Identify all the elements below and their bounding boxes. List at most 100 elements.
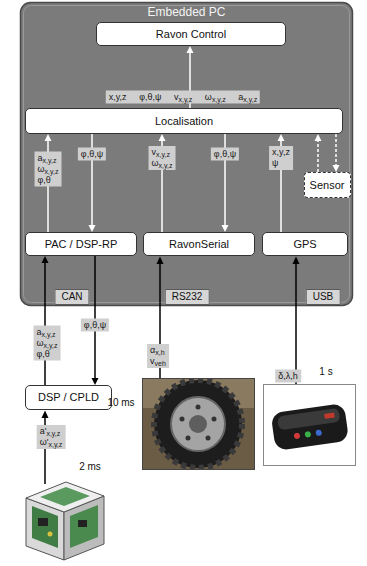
box-label: RavonSerial	[169, 238, 229, 251]
arrow-head	[222, 225, 229, 232]
odometry-wire-head	[157, 257, 164, 265]
circuit-board	[32, 506, 58, 548]
imu-cube-picture	[26, 482, 104, 560]
circuit-board	[40, 487, 90, 506]
subscript: x,y,z	[178, 96, 192, 103]
embedded-pc-housing: Embedded PCRavon ControlLocalisationPAC …	[20, 2, 353, 306]
signal-symbol: a'x,y,z	[40, 426, 61, 436]
box-label: Localisation	[155, 115, 213, 128]
gps-led	[294, 433, 301, 440]
optional-sensor-box: Sensor	[304, 172, 351, 198]
signal-symbol: x,y,z	[109, 92, 127, 102]
arrow-head	[187, 46, 194, 53]
signal-symbol: δ,λ,h	[278, 371, 298, 381]
arrow-head	[92, 378, 99, 385]
process-box: PAC / DSP-RP	[25, 232, 137, 256]
lug-nut	[180, 417, 185, 422]
box-label: PAC / DSP-RP	[45, 238, 118, 251]
gps-wire	[295, 263, 297, 385]
signal-symbol: ax,y,z	[38, 153, 57, 163]
signal-symbol: vveh	[150, 356, 166, 366]
process-box: Localisation	[25, 108, 343, 134]
data-flow-arrow	[333, 134, 340, 172]
signal-symbol: φ,θ	[38, 175, 51, 185]
signal-symbol: ωx,y,z	[38, 164, 59, 174]
bus-name: CAN	[54, 289, 89, 305]
subscript: x,h	[155, 349, 164, 356]
subscript: x,y,z	[43, 157, 57, 164]
hub	[189, 415, 207, 433]
box-label: Sensor	[310, 179, 345, 192]
gps-device	[271, 403, 350, 451]
chip	[78, 520, 87, 527]
signal-label: ax,y,z ωx,y,z φ,θ	[35, 152, 62, 187]
lug-nut	[212, 417, 217, 422]
arrow-head	[315, 134, 322, 141]
rate-label: 10 ms	[107, 397, 134, 408]
gps-frame	[264, 385, 356, 466]
arrow-head	[89, 225, 96, 232]
process-box: RavonSerial	[143, 232, 255, 256]
arrow-head	[42, 256, 49, 263]
subscript: x,y,z	[44, 342, 58, 349]
arrow-line	[317, 140, 319, 172]
signal-symbol: φ,θ,ψ	[139, 92, 161, 102]
signal-label: φ,θ,ψ	[211, 148, 239, 161]
subscript: x,y,z	[159, 162, 173, 169]
box-label: GPS	[293, 238, 316, 251]
arrow-line	[335, 134, 337, 166]
housing-title: Embedded PC	[20, 6, 353, 20]
wheel-frame	[143, 379, 255, 470]
signal-label: φ,θ,ψ	[78, 148, 106, 161]
circuit-board	[70, 505, 98, 548]
subscript: x,y,z	[46, 430, 60, 437]
rim	[171, 397, 225, 451]
data-flow-arrow	[315, 134, 322, 172]
lug-nut	[186, 436, 191, 441]
signal-symbol: φ,θ,ψ	[214, 149, 236, 159]
arrow-head	[333, 165, 340, 172]
signal-symbol: ωx,y,z	[152, 158, 173, 168]
box-label: DSP / CPLD	[38, 391, 99, 404]
gps-receiver-picture	[264, 385, 356, 466]
signal-symbol: ωx,y,z	[37, 338, 58, 348]
gps-led	[315, 429, 322, 436]
signal-label: a'x,y,z ω'x,y,z	[37, 425, 66, 449]
signal-symbol: vx,y,z	[152, 147, 170, 157]
signal-symbol: ωx,y,z	[205, 92, 226, 102]
pc-housing-rim	[24, 6, 350, 303]
device-wires	[42, 257, 300, 485]
gps-logo	[324, 412, 335, 418]
signal-symbol: αx,h	[150, 345, 165, 355]
signal-symbol: ω'x,y,z	[40, 437, 63, 447]
signal-label: x,y,z ψ	[269, 146, 293, 170]
rate-label: 1 s	[319, 366, 332, 377]
signal-label: δ,λ,h	[275, 370, 301, 383]
data-flow-arrow	[42, 256, 49, 385]
signal-label: vx,y,z ωx,y,z	[149, 146, 176, 170]
subscript: x,y,z	[48, 441, 62, 448]
gps-led	[304, 431, 311, 438]
arrow-head	[45, 134, 52, 141]
lug-nut	[196, 405, 201, 410]
gps-wire-head	[293, 257, 300, 265]
signal-symbol: φ,θ,ψ	[81, 149, 103, 159]
arrow-head	[278, 134, 285, 141]
signal-symbol: φ,θ,ψ	[84, 320, 106, 330]
signal-label: φ,θ,ψ	[81, 319, 109, 332]
subscript: x,y,z	[243, 96, 257, 103]
subscript: x,y,z	[45, 168, 59, 175]
gps-top	[277, 408, 340, 430]
bus-name: RS232	[165, 289, 210, 305]
signal-label: αx,h vveh	[147, 344, 169, 368]
bus-name: USB	[306, 289, 341, 305]
signal-symbol: ax,y,z	[238, 92, 257, 102]
subscript: x,y,z	[212, 96, 226, 103]
imu-wire-head	[42, 411, 49, 419]
wheel-ground	[142, 378, 255, 470]
signal-symbol: vx,y,z	[174, 92, 192, 102]
pc-housing	[21, 3, 353, 306]
